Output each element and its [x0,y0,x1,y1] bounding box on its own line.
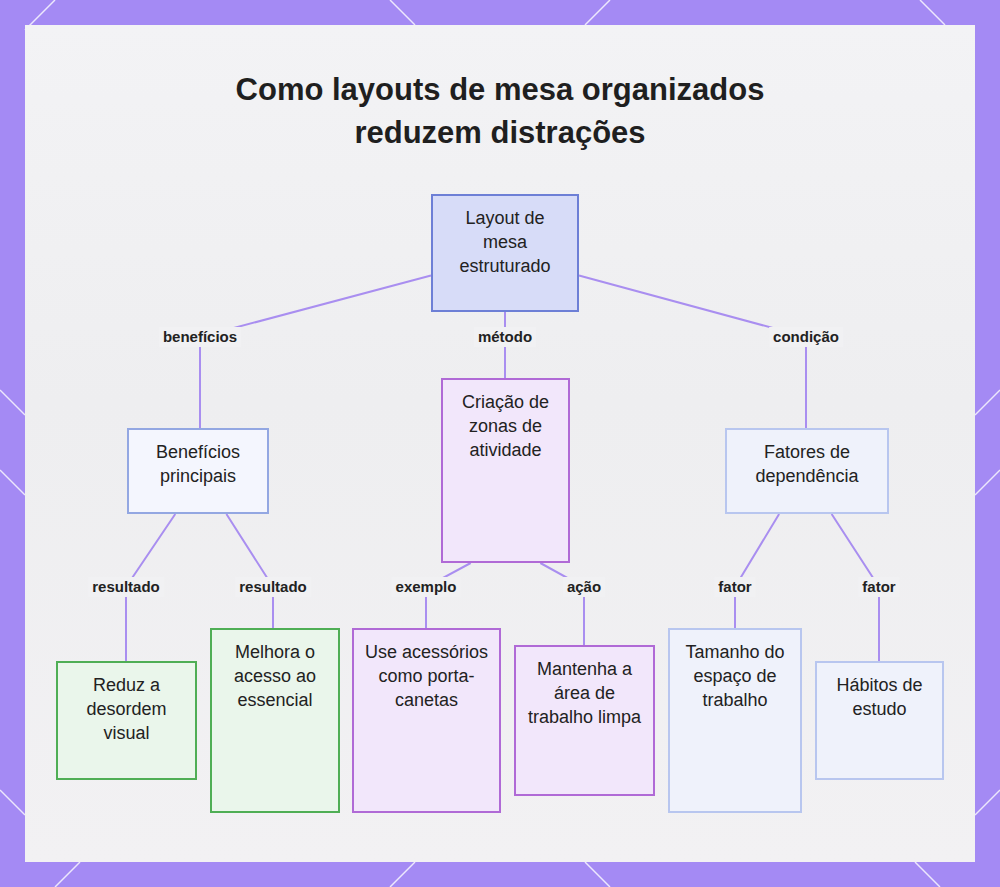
concept-box: Use acessórios como porta-canetas [352,628,501,813]
edge-label: benefícios [159,327,241,347]
node-label: Benefícios principais [139,440,257,488]
concept-box: Layout de mesa estruturado [431,194,579,312]
diagram-title: Como layouts de mesa organizados reduzem… [200,68,800,154]
node-label: Layout de mesa estruturado [443,206,567,278]
node-label: Reduz a desordem visual [68,673,185,745]
edge-label: método [474,327,536,347]
edge-label: ação [563,577,605,597]
concept-box: Reduz a desordem visual [56,661,197,780]
node-label: Criação de zonas de atividade [453,390,558,462]
edge-label: fator [714,577,755,597]
concept-box: Fatores de dependência [725,428,889,514]
node-label: Tamanho do espaço de trabalho [680,640,790,712]
concept-box: Criação de zonas de atividade [441,378,570,563]
edge-label: condição [769,327,843,347]
node-label: Hábitos de estudo [827,673,932,721]
node-label: Use acessórios como porta-canetas [364,640,489,712]
connector-line [735,514,779,628]
edge-label: fator [858,577,899,597]
connector-line [579,275,806,428]
concept-box: Benefícios principais [127,428,269,514]
connector-line [540,563,584,645]
concept-box: Mantenha a área de trabalho limpa [514,645,655,796]
edge-label: resultado [235,577,311,597]
edge-label: exemplo [392,577,461,597]
concept-box: Hábitos de estudo [815,661,944,780]
connector-line [226,514,273,628]
concept-box: Melhora o acesso ao essencial [210,628,340,813]
node-label: Mantenha a área de trabalho limpa [526,657,643,729]
node-label: Melhora o acesso ao essencial [222,640,328,712]
concept-box: Tamanho do espaço de trabalho [668,628,802,813]
connector-line [200,275,431,428]
node-label: Fatores de dependência [737,440,877,488]
edge-label: resultado [88,577,164,597]
